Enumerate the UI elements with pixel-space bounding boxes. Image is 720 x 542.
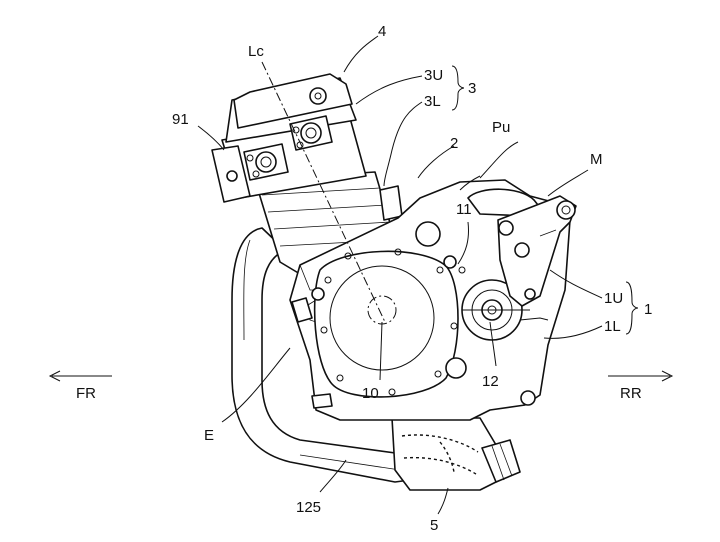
spark-plug-bosses [243,115,333,181]
label-pu: Pu [492,119,510,136]
rear-mount-bracket [497,195,577,307]
generator-cover [313,248,459,398]
label-91: 91 [172,111,189,128]
case-split-line [519,317,549,321]
label-4: 4 [378,23,386,40]
label-12: 12 [482,373,499,390]
leader-lines [197,35,603,515]
label-1u: 1U [604,290,623,307]
direction-arrow-rr [608,370,674,382]
front-fittings [291,287,333,409]
label-m: M [590,151,603,168]
label-3l: 3L [424,93,441,110]
mount-bracket-91 [211,145,251,203]
label-e: E [204,427,214,444]
direction-arrow-fr [48,370,112,382]
label-1l: 1L [604,318,621,335]
exhaust-pipe [231,227,411,483]
grouping-braces [451,65,639,335]
cylinder-axis-line [261,61,386,323]
muffler [391,417,521,491]
countershaft [461,279,530,341]
label-125: 125 [296,499,321,516]
head-cover [233,73,353,129]
output-area [415,221,536,406]
label-11: 11 [456,201,472,218]
label-rr: RR [620,385,642,402]
label-3: 3 [468,80,476,97]
label-3u: 3U [424,67,443,84]
label-5: 5 [430,517,438,534]
label-2: 2 [450,135,458,152]
label-10: 10 [362,385,379,402]
label-lc: Lc [248,43,264,60]
label-1: 1 [644,301,652,318]
label-fr: FR [76,385,96,402]
